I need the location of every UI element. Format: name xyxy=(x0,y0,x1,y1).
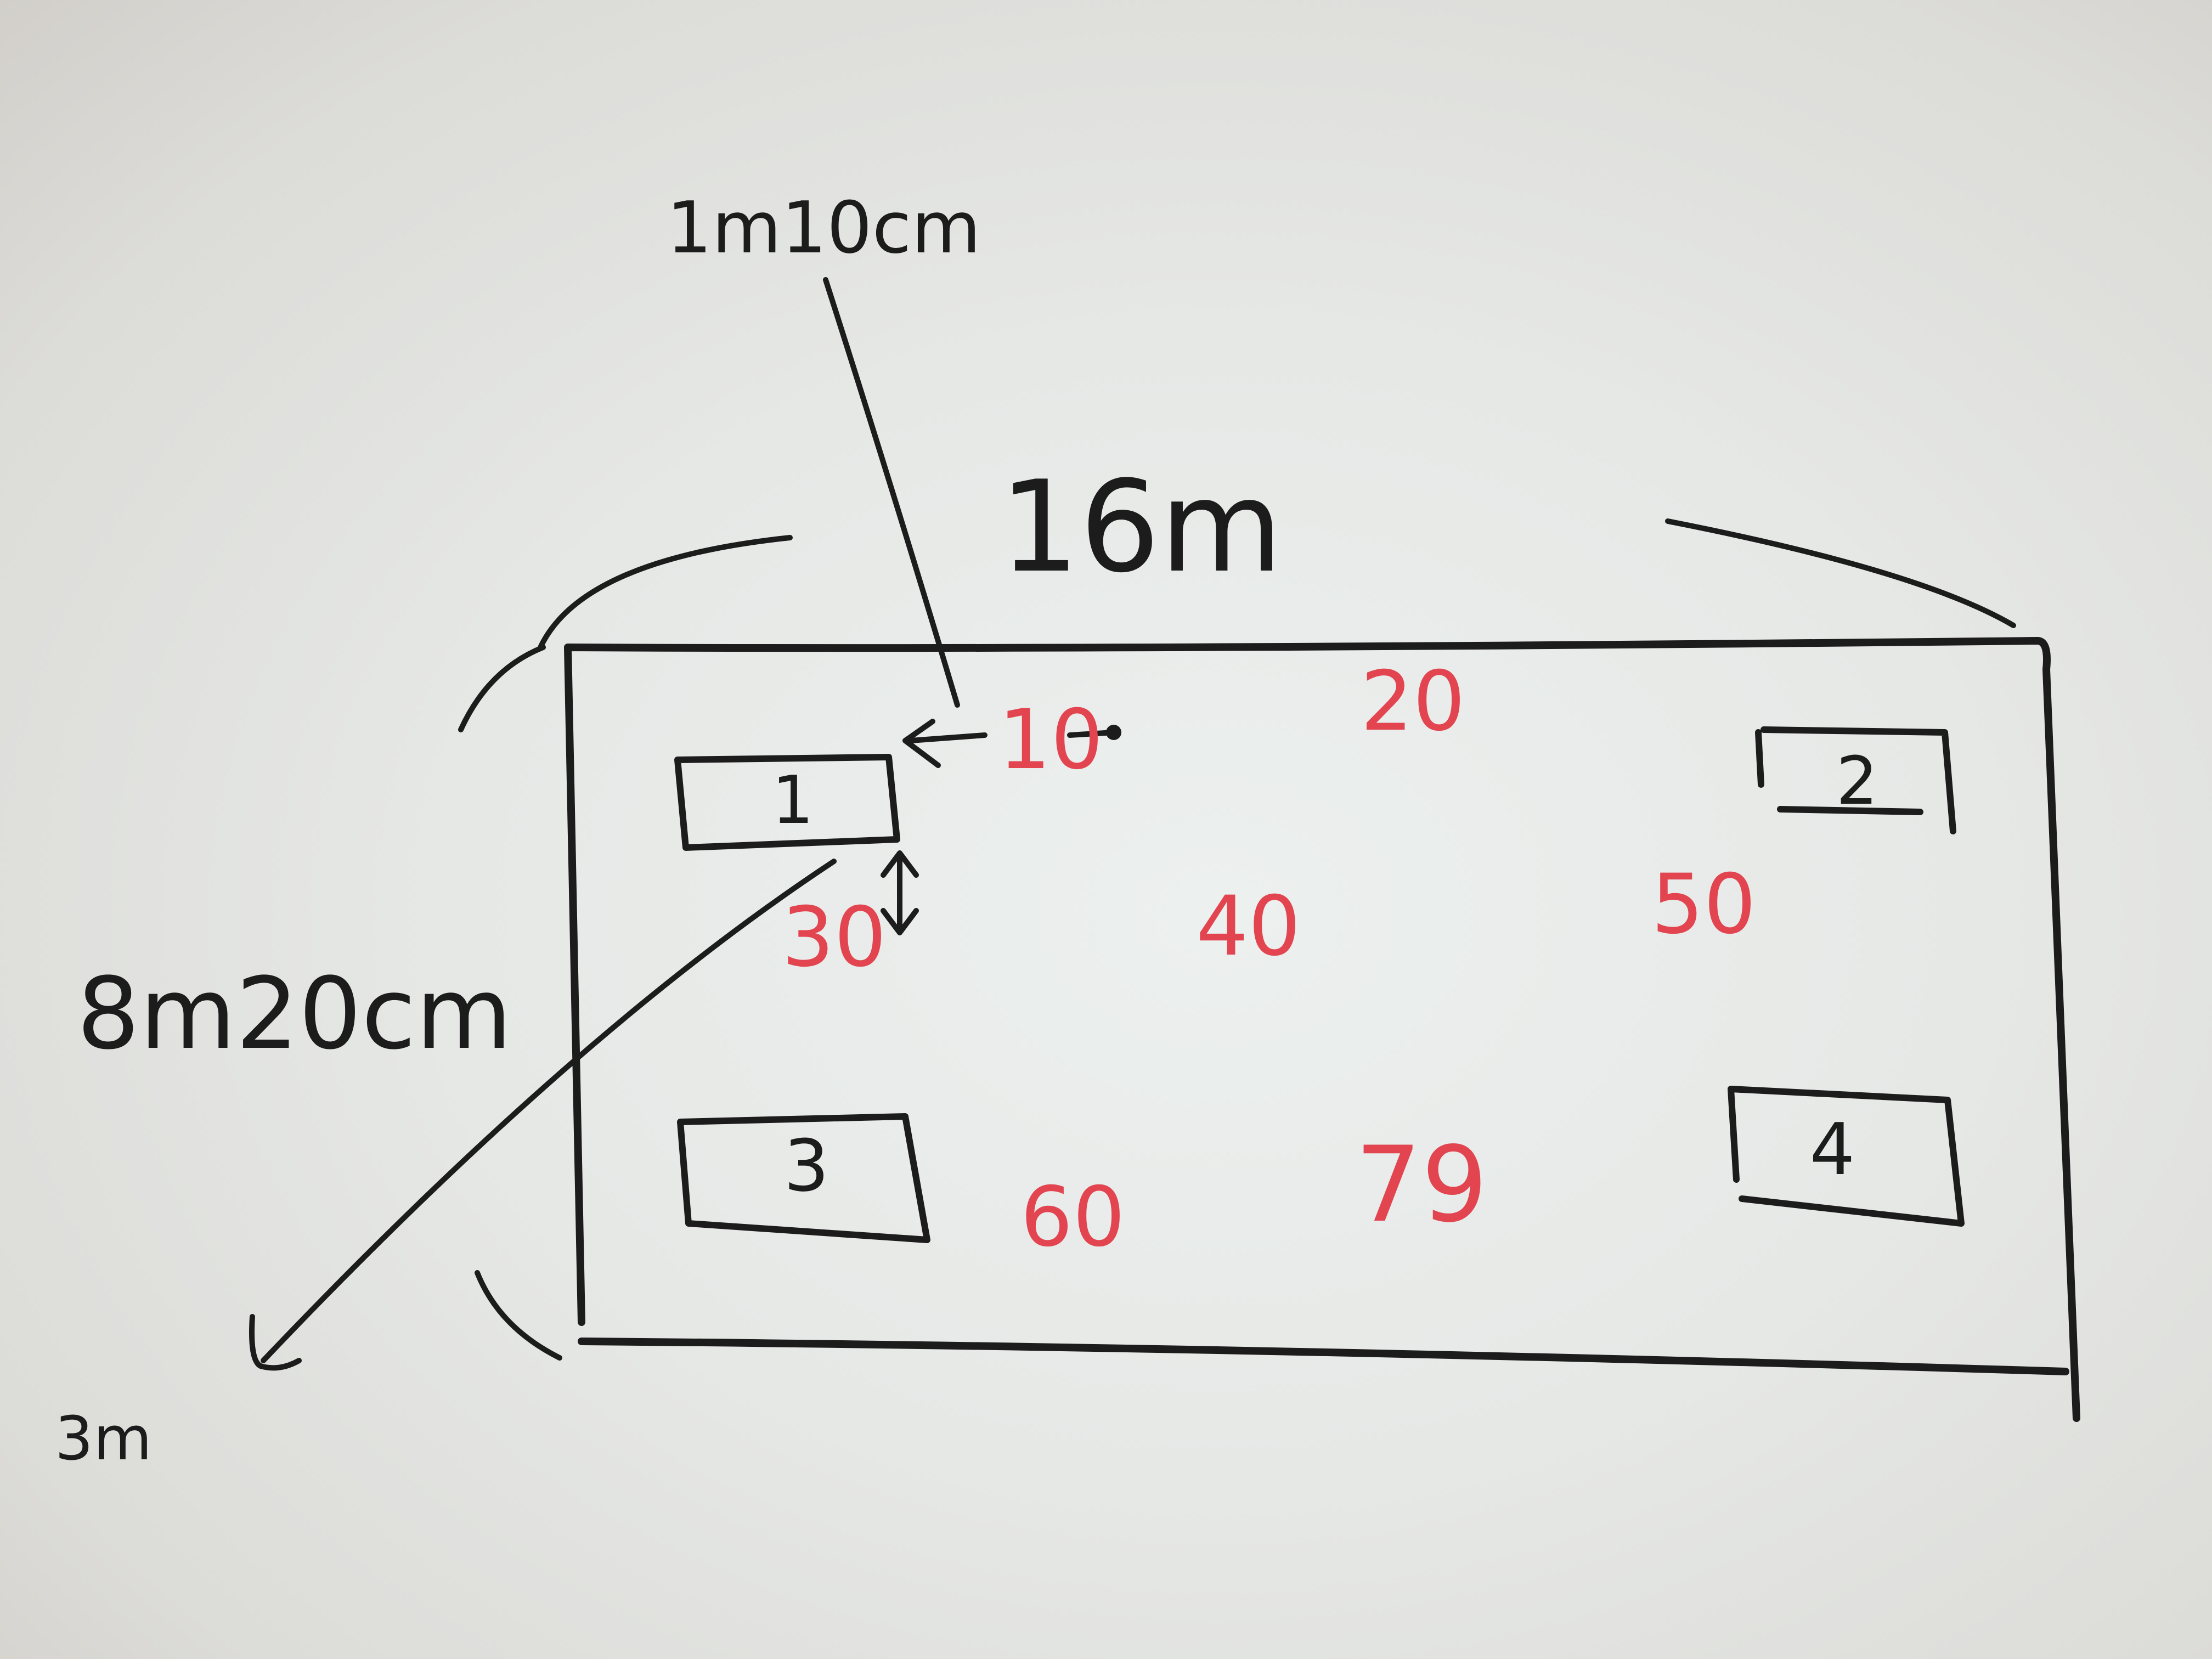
red-number-10: 10 xyxy=(998,692,1103,788)
top-width-brace xyxy=(538,518,2016,650)
box-1-outline xyxy=(674,754,900,851)
gap-leader-line xyxy=(823,277,960,708)
red-number-60: 60 xyxy=(1020,1170,1125,1265)
room-outline xyxy=(564,637,2080,1422)
top-gap-label: 1m10cm xyxy=(667,186,981,269)
box-3-label: 3 xyxy=(784,1124,830,1207)
horizontal-gap-arrow-dot xyxy=(1106,725,1121,740)
diagonal-3m-line xyxy=(249,859,837,1371)
box-2-label: 2 xyxy=(1836,743,1878,820)
box-2-outline xyxy=(1755,726,1956,834)
box-3-outline xyxy=(677,1113,930,1243)
vertical-gap-arrow xyxy=(881,850,919,935)
left-height-brace xyxy=(458,645,562,1361)
red-number-50: 50 xyxy=(1651,857,1756,952)
red-number-79: 79 xyxy=(1355,1124,1488,1245)
diagonal-3m-label: 3m xyxy=(55,1403,152,1474)
red-number-20: 20 xyxy=(1361,654,1465,749)
box-4-outline xyxy=(1728,1086,1965,1227)
red-number-40: 40 xyxy=(1196,879,1301,974)
top-width-label: 16m xyxy=(1000,454,1283,601)
red-number-30: 30 xyxy=(782,890,887,985)
left-height-label: 8m20cm xyxy=(77,957,512,1071)
box-1-label: 1 xyxy=(772,763,814,839)
box-4-label: 4 xyxy=(1810,1108,1855,1191)
